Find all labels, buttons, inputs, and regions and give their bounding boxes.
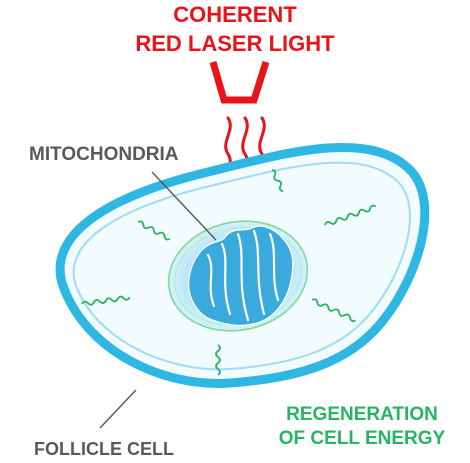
mitochondrion: [167, 220, 309, 332]
follicle-cell-label: FOLLICLE CELL: [34, 439, 174, 459]
energy-waves: [81, 169, 377, 376]
laser-emitter-icon: [209, 60, 270, 104]
laser-title-line2: RED LASER LIGHT: [135, 31, 335, 56]
energy-wave: [311, 298, 356, 322]
mitochondria-label: MITOCHONDRIA: [29, 144, 179, 165]
energy-wave: [324, 204, 377, 226]
regeneration-label-line2: OF CELL ENERGY: [278, 428, 446, 449]
mitochondrion-cristae: [206, 229, 280, 322]
energy-wave: [137, 220, 171, 241]
follicle-cell-inner-ring: [72, 161, 411, 371]
mitochondria-pointer-line: [151, 171, 217, 241]
follicle-cell-pointer-line: [99, 389, 137, 429]
laser-title-line1: COHERENT: [173, 2, 297, 27]
regeneration-label-line1: REGENERATION: [286, 404, 438, 425]
energy-wave: [271, 169, 284, 193]
energy-wave: [81, 295, 131, 306]
energy-wave: [215, 344, 221, 376]
